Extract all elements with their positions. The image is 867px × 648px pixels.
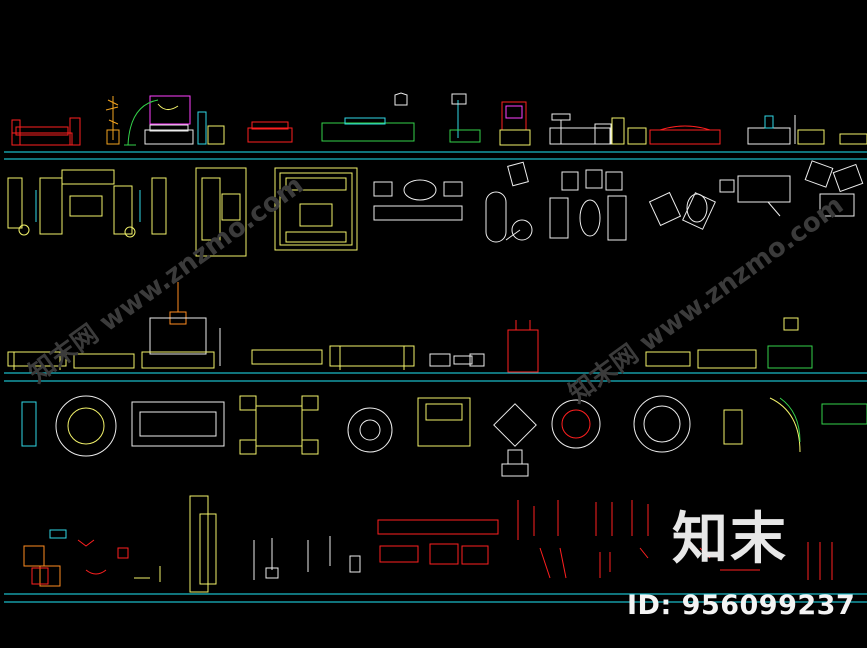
- living-room-plan-icon: [274, 167, 358, 251]
- cabinet-elevation-icon: [499, 101, 531, 146]
- chair-elevation-icon: [747, 115, 867, 145]
- pendant-lamp-icon: [23, 529, 67, 587]
- row-living-elevations: [11, 92, 867, 146]
- chandelier-elevation-icon: [141, 282, 221, 369]
- sofa-elevation-icon: [649, 125, 721, 145]
- floor-lamp-elevation-icon: [124, 99, 159, 146]
- curved-sofa-plan-icon: [769, 397, 801, 453]
- green-dining-chairs-icon: [767, 317, 813, 369]
- chandelier-icon: [77, 539, 129, 575]
- standing-lamps-icon: [517, 500, 649, 540]
- round-dining-plan-icon: [347, 407, 393, 453]
- row-living-plans: [7, 160, 864, 257]
- outdoor-set-icon: [429, 353, 485, 367]
- watermark-logo: 知末: [672, 507, 788, 572]
- sofa-elevation-icon: [144, 124, 194, 145]
- square-dining-plan-icon: [239, 395, 319, 455]
- round-dining-plan-icon: [551, 399, 601, 449]
- tall-tower-lamp-icon: [189, 495, 217, 593]
- sofa-elevation-icon: [11, 117, 81, 146]
- sofa-plan-icon: [195, 167, 247, 257]
- wall-lights-icon: [377, 519, 499, 565]
- dining-table-elevation-icon: [645, 349, 757, 369]
- plant-stand-icon: [449, 93, 481, 143]
- dining-plan-icon: [417, 397, 471, 447]
- desk-elevation-icon: [611, 117, 647, 145]
- row-lighting: [23, 495, 833, 593]
- square-dining-plan-icon: [493, 403, 537, 477]
- floor-lamps-icon: [253, 536, 361, 580]
- sofa-set-plan-icon: [373, 179, 463, 221]
- long-dining-plan-icon: [131, 401, 225, 447]
- guide-lines: [4, 151, 867, 603]
- sofa-elevation-icon: [247, 121, 293, 143]
- tall-cabinet-elevation-icon: [507, 320, 539, 373]
- dining-table-elevation-icon: [251, 345, 415, 370]
- bar-stools-icon: [7, 351, 135, 370]
- tv-cabinet-elevation-icon: [321, 92, 415, 142]
- chair-elevation-icon: [549, 113, 612, 145]
- watermark-id: ID: 956099237: [627, 590, 856, 621]
- desk-plan-icon: [719, 160, 864, 217]
- living-plan-icon: [7, 169, 167, 238]
- side-table-icon: [197, 111, 225, 145]
- row-dining-plans: [21, 395, 867, 477]
- round-dining-plan-icon: [55, 395, 117, 457]
- dining-chairs-plan-icon: [549, 169, 627, 241]
- table-lamp-icon: [134, 566, 161, 582]
- frame-lamps-icon: [807, 542, 833, 580]
- lounge-chair-plan-icon: [485, 161, 533, 243]
- row-dining-elevations: [7, 282, 813, 373]
- long-table-plan-icon: [821, 403, 867, 425]
- round-dining-plan-icon: [633, 395, 691, 453]
- pendant-cluster-icon: [539, 547, 760, 579]
- small-table-plan-icon: [723, 409, 743, 445]
- tv-plan-icon: [21, 401, 37, 447]
- armchair-plan-icon: [648, 191, 716, 230]
- plant-elevation-icon: [105, 96, 120, 145]
- tv-wall-elevation-icon: [149, 95, 191, 125]
